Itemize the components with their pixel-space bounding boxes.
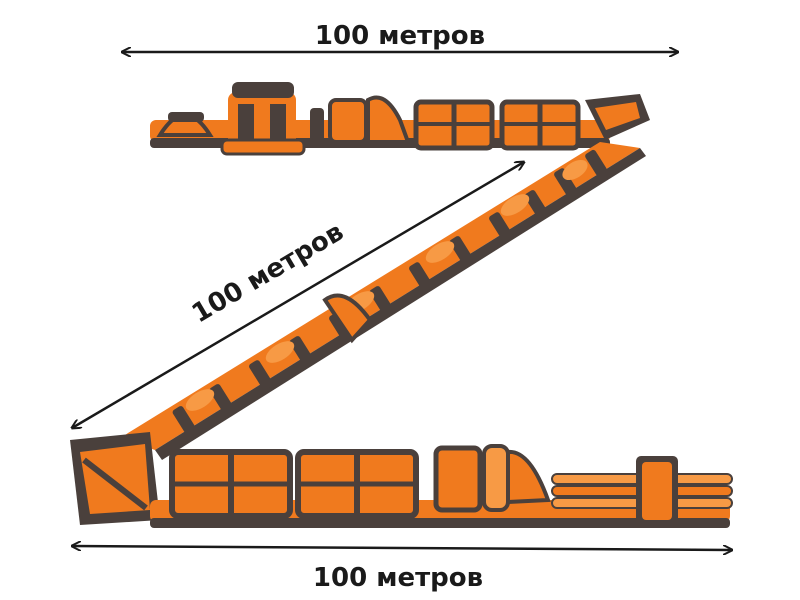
diagonal-dimension: 100 метров	[72, 162, 524, 428]
bottom-dimension-arrow	[72, 546, 732, 550]
top-course-section	[150, 82, 650, 156]
top-dimension-label: 100 метров	[315, 21, 485, 51]
bottom-dimension-label: 100 метров	[313, 563, 483, 593]
diagonal-dimension-arrow	[72, 162, 524, 428]
bottom-course-section	[70, 432, 733, 528]
bottom-dimension: 100 метров	[72, 546, 732, 593]
top-dimension: 100 метров	[122, 21, 678, 52]
